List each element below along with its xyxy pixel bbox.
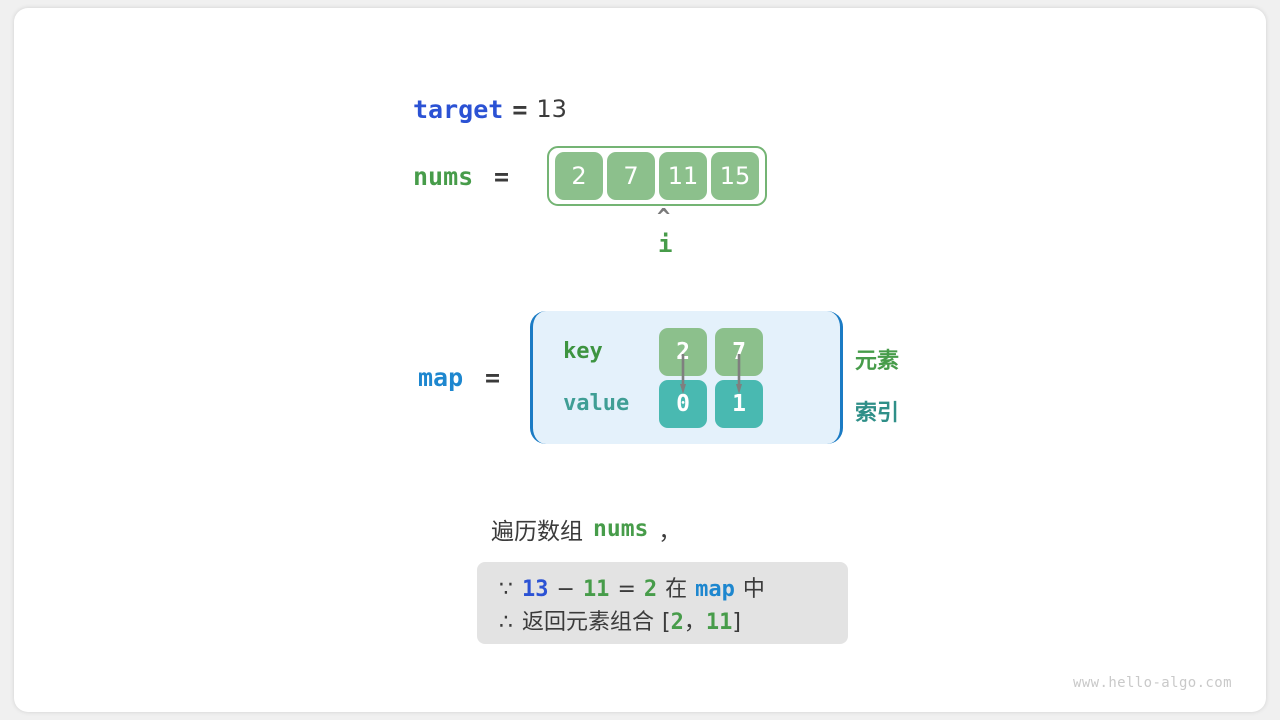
- map-key-cell[interactable]: 2: [659, 327, 708, 376]
- map-inner: key value 2 0 7 1: [533, 326, 771, 430]
- legend-element-label: 元素: [855, 349, 900, 374]
- formula-in-word: 中: [742, 577, 765, 602]
- value-label: value: [563, 390, 630, 416]
- formula-operand-b: 11: [582, 577, 610, 602]
- because-symbol: ∵: [499, 577, 513, 602]
- map-legend: 元素 索引: [855, 336, 899, 440]
- formula-operand-a: 13: [522, 577, 549, 602]
- array-cell[interactable]: 2: [555, 152, 604, 200]
- array-cell[interactable]: 15: [711, 152, 760, 200]
- kv-label-column: key value: [563, 326, 659, 430]
- map-row: map = key value 2 0 7 1: [418, 311, 844, 444]
- nums-label: nums: [413, 161, 474, 191]
- nums-equals: =: [494, 161, 510, 191]
- formula-conclusion-text: 返回元素组合: [522, 610, 655, 635]
- formula-box: ∵ 13 − 11 = 2 在 map 中 ∴ 返回元素组合 [ 2 ， 11 …: [477, 562, 848, 644]
- watermark: www.hello-algo.com: [1073, 675, 1232, 691]
- target-row: target = 13: [413, 93, 567, 125]
- formula-pair-second: 11: [705, 610, 733, 635]
- index-caret-icon: ^: [657, 205, 671, 230]
- formula-line-1: ∵ 13 − 11 = 2 在 map 中: [499, 573, 826, 606]
- therefore-symbol: ∴: [499, 610, 513, 635]
- array-container: 2 7 11 15: [547, 146, 768, 206]
- formula-at-word: 在: [665, 577, 688, 602]
- map-key-cell[interactable]: 7: [715, 327, 764, 376]
- caption-code: nums: [593, 516, 649, 542]
- map-entry-column: 2 0: [659, 327, 708, 428]
- key-label: key: [563, 338, 603, 364]
- formula-line-2: ∴ 返回元素组合 [ 2 ， 11 ]: [499, 606, 826, 639]
- caption-suffix: ，: [658, 519, 682, 545]
- formula-map-token: map: [695, 577, 735, 602]
- map-value-cell[interactable]: 0: [659, 379, 708, 428]
- target-value: 13: [536, 95, 567, 123]
- map-equals: =: [485, 363, 501, 392]
- bracket-close: ]: [732, 610, 741, 635]
- array-cell[interactable]: 7: [607, 152, 656, 200]
- target-label: target: [413, 94, 504, 124]
- formula-equals: =: [617, 577, 636, 602]
- index-pointer-label: i: [658, 230, 673, 258]
- formula-minus: −: [556, 577, 575, 602]
- nums-row: nums = 2 7 11 15: [413, 146, 768, 206]
- map-entry-column: 7 1: [715, 327, 764, 428]
- array-cell[interactable]: 11: [659, 152, 708, 200]
- target-equals: =: [512, 94, 528, 124]
- formula-result: 2: [643, 577, 658, 602]
- formula-pair-first: 2: [670, 610, 684, 635]
- formula-pair-comma: ，: [683, 610, 706, 635]
- caption-text: 遍历数组 nums ，: [491, 512, 681, 546]
- map-value-cell[interactable]: 1: [715, 379, 764, 428]
- map-label: map: [418, 363, 464, 392]
- legend-index-label: 索引: [855, 401, 900, 426]
- caption-prefix: 遍历数组: [491, 519, 583, 545]
- bracket-open: [: [662, 610, 671, 635]
- map-container: key value 2 0 7 1: [530, 311, 844, 444]
